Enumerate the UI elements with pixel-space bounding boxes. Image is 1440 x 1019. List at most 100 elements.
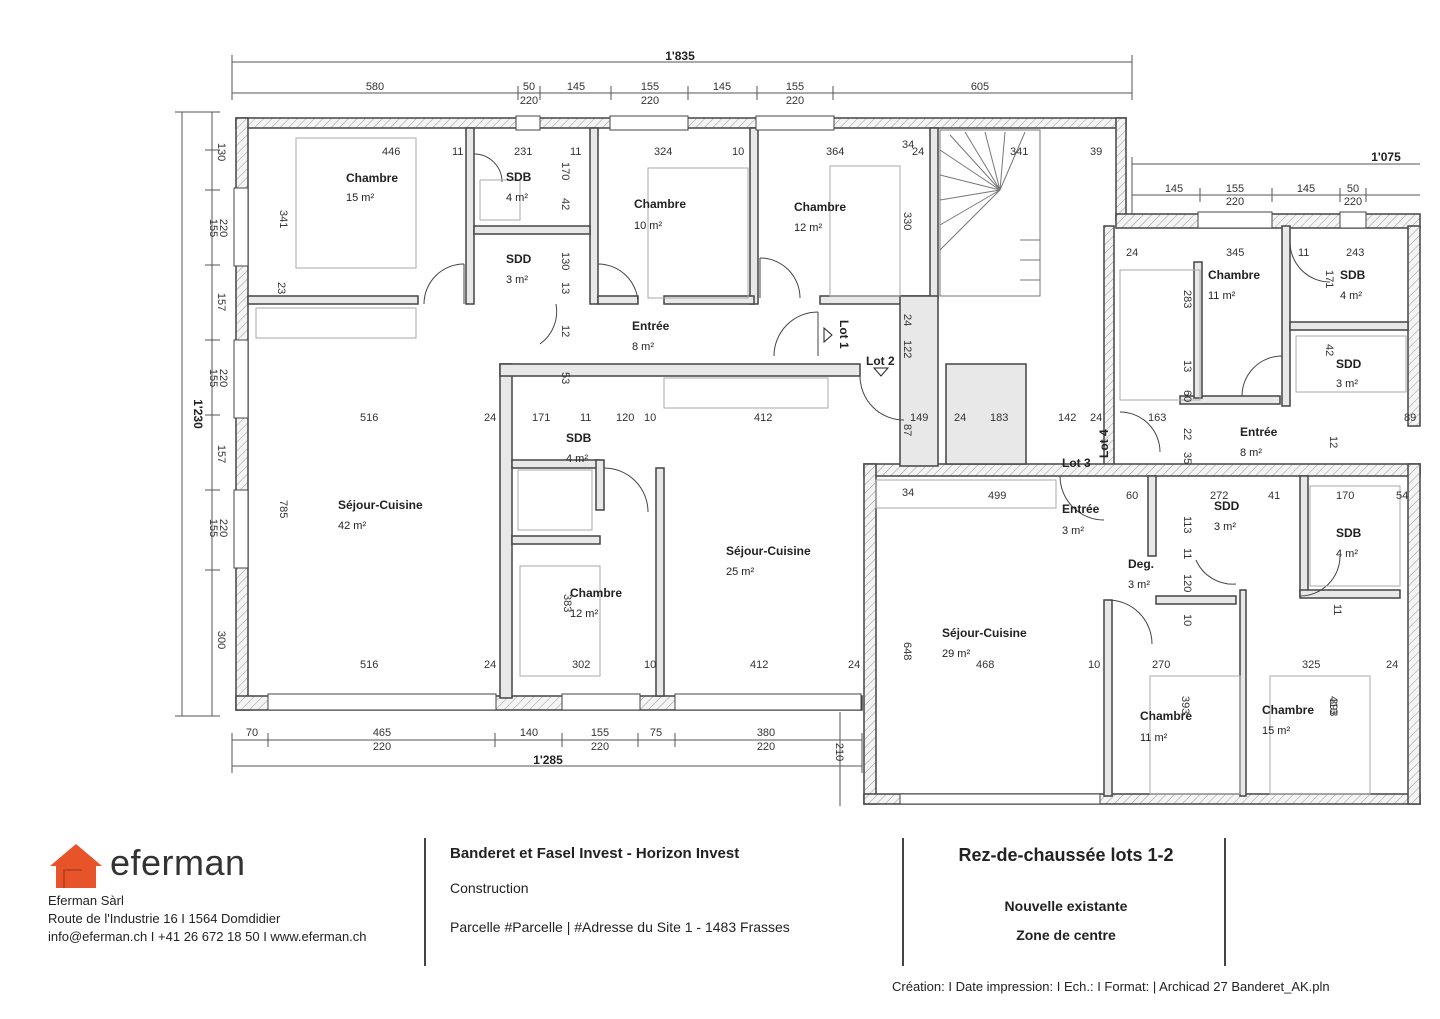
- idim: 345: [1226, 247, 1244, 259]
- dim-total-right: 1'075: [1371, 150, 1401, 164]
- company-name: Eferman Sàrl: [48, 893, 124, 908]
- idim: 35: [1181, 452, 1193, 464]
- room-name: Séjour-Cuisine: [726, 544, 811, 558]
- idim: 11: [1181, 548, 1193, 559]
- idim: 785: [277, 500, 289, 518]
- idim: 11: [580, 412, 591, 424]
- idim: 163: [1148, 412, 1166, 424]
- room-name: Entrée: [1062, 502, 1100, 516]
- brand-logo: [48, 842, 288, 892]
- dim-bottom-1: 70: [246, 727, 258, 739]
- dim-bottom-sub-3: 220: [757, 741, 775, 753]
- room-name: SDB: [566, 431, 592, 445]
- dim-left-9: 220: [217, 519, 229, 537]
- idim: 516: [360, 412, 378, 424]
- lot-label: Lot 3: [1062, 456, 1091, 470]
- room-name: SDD: [1336, 357, 1362, 371]
- parcel-info: Parcelle #Parcelle | #Adresse du Site 1 …: [450, 919, 790, 935]
- client-name: Banderet et Fasel Invest - Horizon Inves…: [450, 845, 740, 862]
- lot-labels: Lot 1 Lot 2 Lot 3 Lot 4: [823, 320, 1111, 470]
- idim: 12: [1327, 436, 1339, 448]
- idim: 24: [954, 412, 966, 424]
- dim-left-7: 157: [215, 445, 227, 463]
- room-name: Séjour-Cuisine: [338, 498, 423, 512]
- dim-top-sub-1: 220: [520, 95, 538, 107]
- room-area: 4 m²: [1340, 290, 1362, 302]
- dim-right-1: 145: [1165, 183, 1183, 195]
- room-name: SDB: [506, 170, 532, 184]
- dimension-lines: [175, 55, 1420, 806]
- idim: 53: [559, 372, 571, 384]
- idim: 499: [988, 490, 1006, 502]
- dim-bottom-2: 465: [373, 727, 391, 739]
- idim: 24: [848, 659, 860, 671]
- status-line-1: Nouvelle existante: [1004, 898, 1128, 914]
- idim: 11: [452, 146, 463, 158]
- idim: 10: [732, 146, 744, 158]
- room-name: Chambre: [1140, 709, 1192, 723]
- interior-walls: [247, 127, 1409, 797]
- dim-bottom-5: 75: [650, 727, 662, 739]
- divider: [1224, 838, 1226, 966]
- room-name: Entrée: [632, 319, 670, 333]
- idim: 10: [644, 659, 656, 671]
- lot-marker-icon: [872, 367, 890, 377]
- room-area: 8 m²: [1240, 447, 1262, 459]
- idim: 24: [484, 412, 496, 424]
- idim: 13: [559, 282, 571, 294]
- idim: 24: [1386, 659, 1398, 671]
- idim: 42: [559, 198, 571, 210]
- idim: 393: [1327, 698, 1339, 716]
- sheet-title: Rez-de-chaussée lots 1-2: [958, 845, 1174, 865]
- room-area: 4 m²: [566, 453, 588, 465]
- idim: 468: [976, 659, 994, 671]
- idim: 11: [1331, 604, 1343, 615]
- idim: 341: [277, 210, 289, 228]
- dim-left-3: 220: [217, 219, 229, 237]
- dim-top-5: 145: [713, 81, 731, 93]
- dim-left-6: 220: [217, 369, 229, 387]
- idim: 170: [559, 162, 571, 180]
- dim-left-1: 130: [215, 143, 227, 161]
- room-area: 4 m²: [1336, 548, 1358, 560]
- idim: 364: [826, 146, 844, 158]
- room-name: SDD: [1214, 499, 1240, 513]
- room-area: 8 m²: [632, 341, 654, 353]
- room-area: 12 m²: [570, 608, 598, 620]
- project-phase: Construction: [450, 880, 529, 896]
- room-area: 4 m²: [506, 192, 528, 204]
- idim: 60: [1181, 390, 1193, 402]
- room-name: Entrée: [1240, 425, 1278, 439]
- idim: 89: [1404, 412, 1416, 424]
- furniture: [255, 137, 1407, 795]
- room-name: SDB: [1336, 526, 1362, 540]
- idim: 11: [570, 146, 581, 158]
- dim-total-left: 1'230: [191, 399, 205, 429]
- dim-right-sub-2: 220: [1344, 196, 1362, 208]
- print-footer: Création: I Date impression: I Ech.: I F…: [892, 979, 1330, 994]
- idim: 324: [654, 146, 672, 158]
- idim: 60: [1126, 490, 1138, 502]
- dim-left-4: 157: [215, 293, 227, 311]
- idim: 325: [1302, 659, 1320, 671]
- idim: 383: [561, 594, 573, 612]
- dim-top-3: 145: [567, 81, 585, 93]
- idim: 10: [644, 412, 656, 424]
- house-logo-icon: [50, 844, 102, 888]
- room-name: Chambre: [570, 586, 622, 600]
- room-labels: Chambre 15 m² SDB 4 m² SDD 3 m² Chambre …: [338, 170, 1366, 744]
- idim: 330: [901, 212, 913, 230]
- idim: 412: [750, 659, 768, 671]
- idim: 648: [901, 642, 913, 660]
- room-area: 10 m²: [634, 220, 662, 232]
- room-area: 3 m²: [1128, 579, 1150, 591]
- dim-bottom-sub-2: 220: [591, 741, 609, 753]
- dim-right-4: 50: [1347, 183, 1359, 195]
- divider: [902, 838, 904, 966]
- dim-right-2: 155: [1226, 183, 1244, 195]
- room-name: Chambre: [346, 171, 398, 185]
- idim: 171: [532, 412, 550, 424]
- dim-bottom-4: 155: [591, 727, 609, 739]
- dim-bottom-3: 140: [520, 727, 538, 739]
- idim: 113: [1181, 516, 1193, 534]
